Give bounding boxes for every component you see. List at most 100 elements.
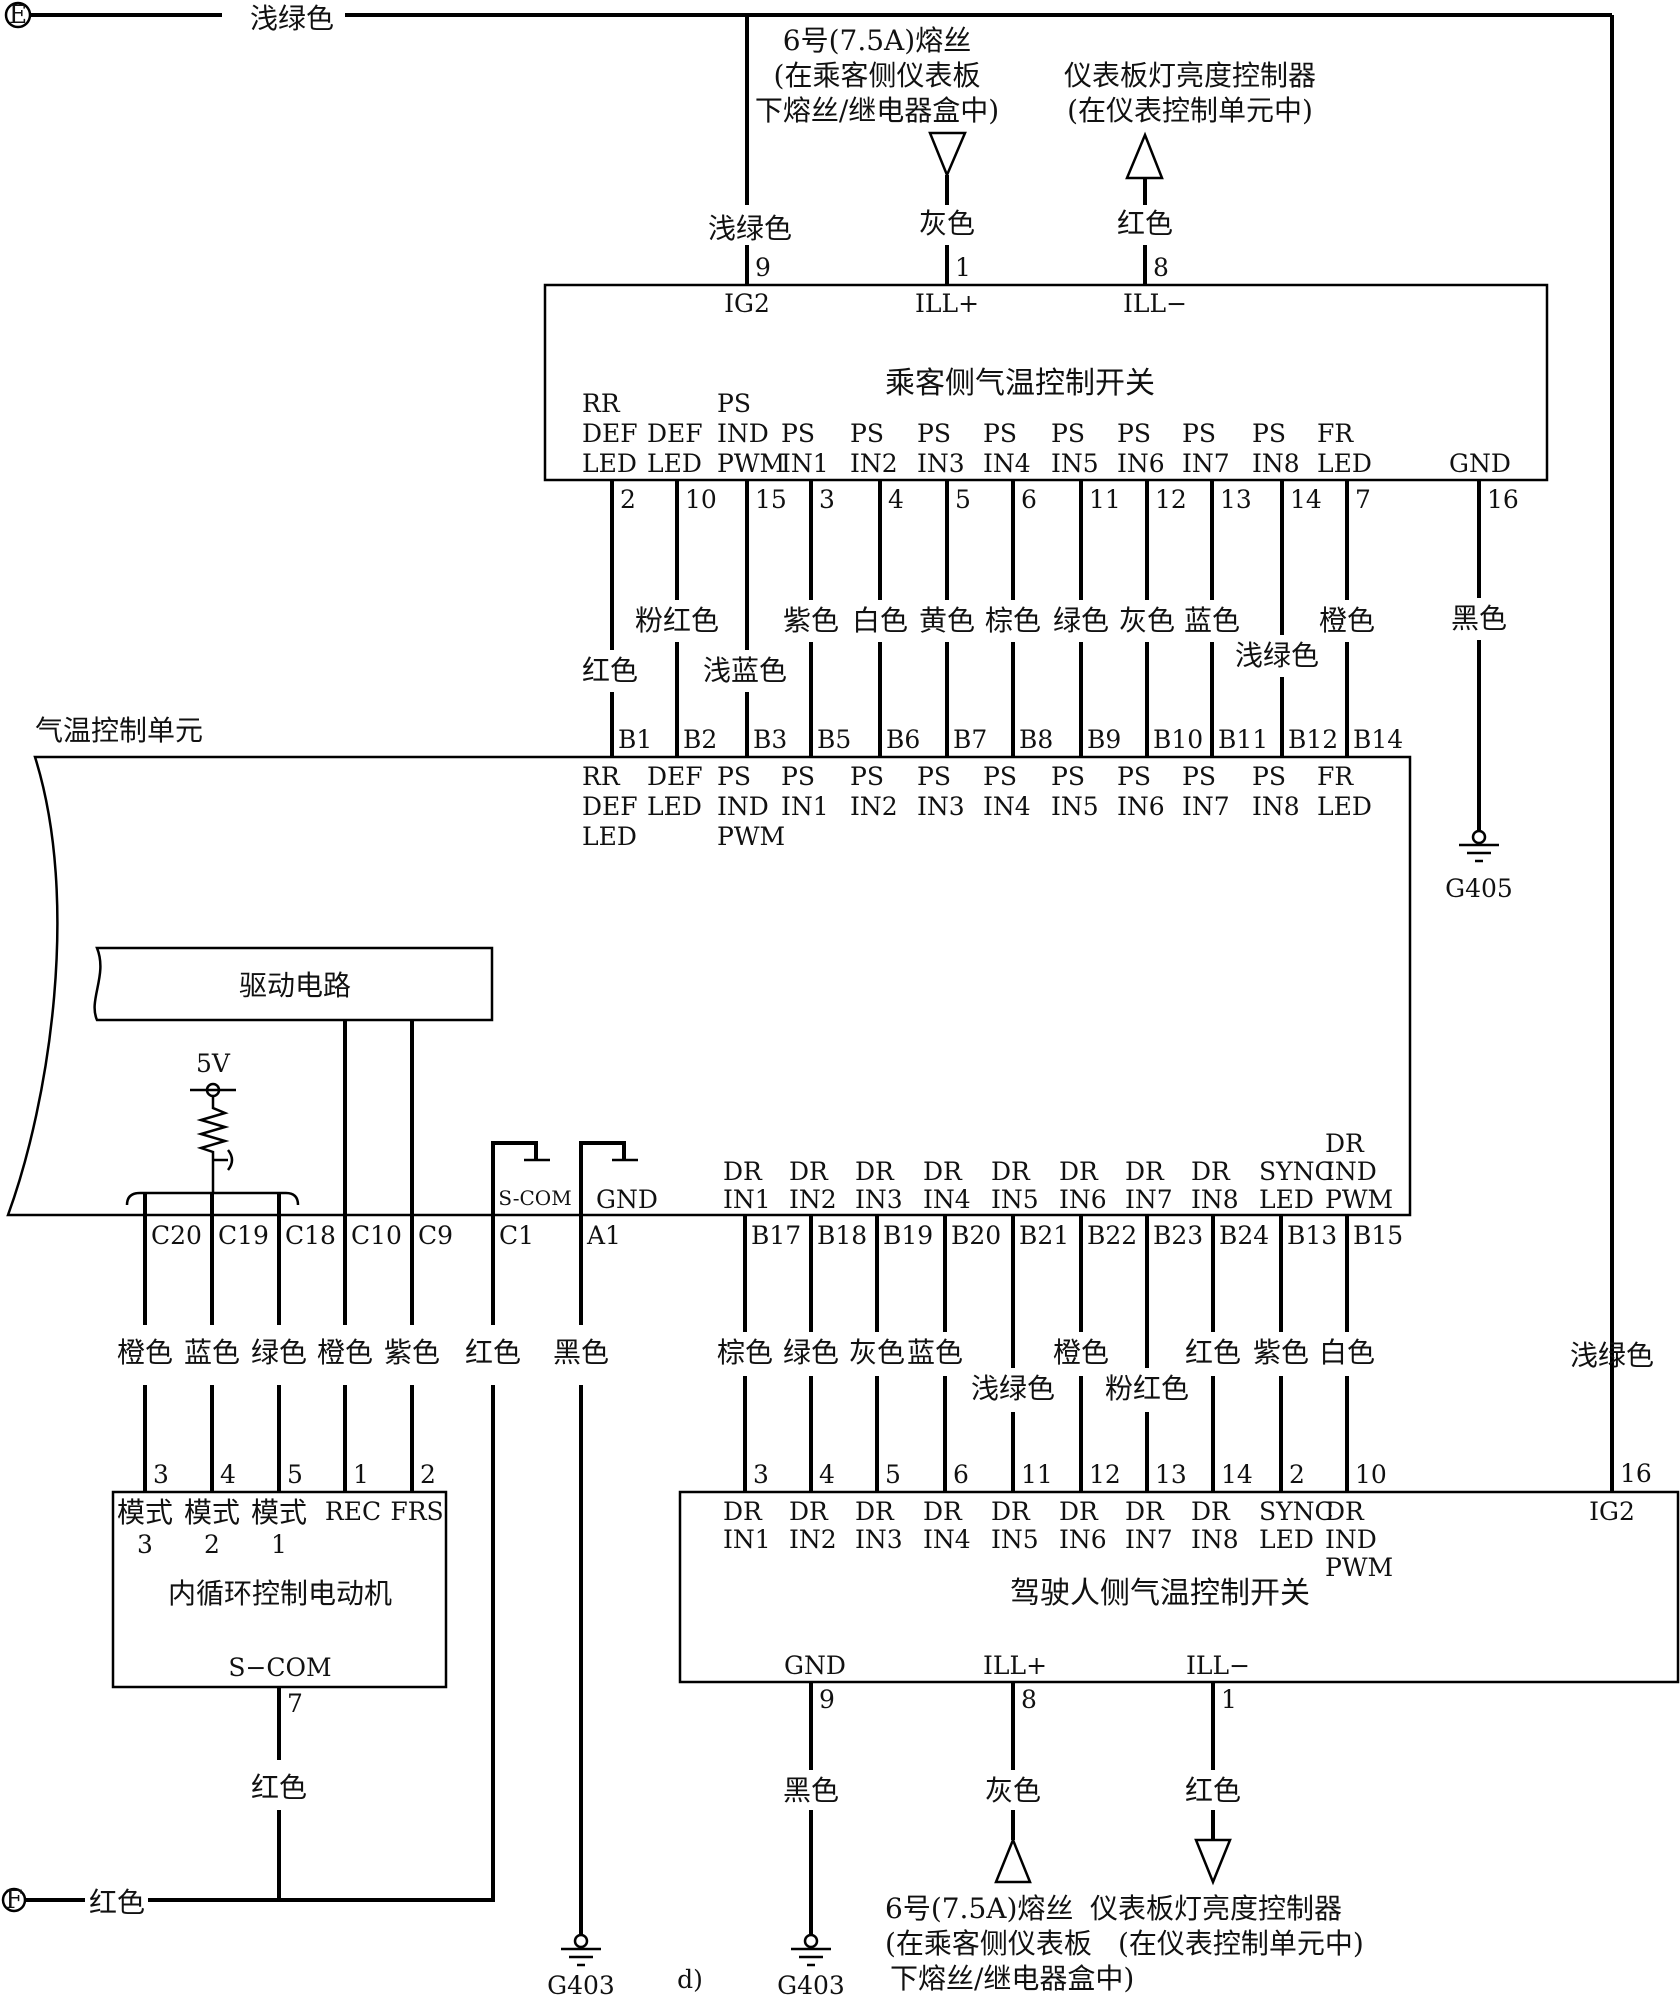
wire-color-label: 红色 <box>1117 207 1173 240</box>
wire-color-label: 粉红色 <box>1105 1372 1189 1405</box>
pin-number: 9 <box>819 1685 835 1714</box>
unit-pin-number: A1 <box>586 1221 621 1250</box>
pin-number: 8 <box>1021 1685 1037 1714</box>
unit-pin-name: IN1 <box>723 1185 771 1214</box>
pin-name: DEF <box>582 419 638 448</box>
connector-f-label: F <box>5 1885 22 1914</box>
recirc-motor-title: 内循环控制电动机 <box>168 1577 392 1610</box>
pin-number: 13 <box>1220 485 1252 514</box>
wire-color-label: 黑色 <box>1451 602 1507 635</box>
unit-pin-number: B17 <box>751 1221 801 1250</box>
pin-name: PWM <box>717 449 785 478</box>
pin-name: GND <box>784 1651 846 1680</box>
label-backdrop <box>982 1770 1044 1810</box>
pin-name: S−COM <box>228 1653 331 1682</box>
pin-name: DR <box>789 1497 829 1526</box>
motor-pin-name: REC <box>325 1497 381 1526</box>
svg-text:(在仪表控制单元中): (在仪表控制单元中) <box>1118 1927 1364 1960</box>
pin-name: PS <box>1252 419 1286 448</box>
pin-number: 5 <box>955 485 971 514</box>
pin-name: DR <box>1325 1497 1365 1526</box>
control-unit-driver-pins: DRIN1B17棕色3DRIN2B18绿色4DRIN3B19灰色5DRIN4B2… <box>717 1129 1403 1492</box>
fuse-triangle-icon <box>928 131 967 179</box>
wire-color-label: 浅绿色 <box>971 1372 1055 1405</box>
wire-color-label: 白色 <box>852 604 908 637</box>
pin-number: 7 <box>1355 485 1371 514</box>
pin-name: IG2 <box>724 289 770 318</box>
control-unit-title: 气温控制单元 <box>35 714 203 747</box>
wire-color-label: 绿色 <box>783 1336 839 1369</box>
svg-text:仪表板灯亮度控制器: 仪表板灯亮度控制器 <box>1064 59 1316 92</box>
gnd-internal <box>579 1141 626 1215</box>
unit-pin-number: B12 <box>1288 725 1338 754</box>
wire-color-label: 黑色 <box>783 1774 839 1807</box>
unit-pin-name: DR <box>1191 1157 1231 1186</box>
unit-pin-number: B9 <box>1087 725 1121 754</box>
unit-pin-name: FR <box>1317 762 1354 791</box>
label-backdrop <box>1182 1770 1244 1810</box>
ground-label: G405 <box>1445 874 1513 903</box>
pin-name: IN1 <box>781 449 829 478</box>
scom-internal <box>491 1141 538 1215</box>
wire-color-label: 橙色 <box>317 1336 373 1369</box>
pin-number: 1 <box>1221 1685 1237 1714</box>
wire-e-color: 浅绿色 <box>250 2 334 35</box>
wire-color-label: 红色 <box>251 1771 307 1804</box>
unit-pin-name: IN8 <box>1191 1185 1239 1214</box>
unit-pin-name: IN6 <box>1117 792 1165 821</box>
pin-number: 2 <box>620 485 636 514</box>
wire-color-label: 红色 <box>465 1336 521 1369</box>
wire-color-label: 粉红色 <box>635 604 719 637</box>
pin-number: 15 <box>755 485 787 514</box>
pin-name: DR <box>923 1497 963 1526</box>
unit-pin-name: IN5 <box>1051 792 1099 821</box>
pin-name: IN3 <box>855 1525 903 1554</box>
wire-color-label: 黄色 <box>919 604 975 637</box>
supply-5v-label: 5V <box>196 1049 231 1078</box>
svg-text:6号(7.5A)熔丝: 6号(7.5A)熔丝 <box>783 24 971 57</box>
unit-pin-name: IN3 <box>855 1185 903 1214</box>
unit-pin-name: IN2 <box>789 1185 837 1214</box>
figure-label: d) <box>677 1965 703 1994</box>
wire-color-label: 绿色 <box>1053 604 1109 637</box>
label-backdrop <box>780 1770 842 1810</box>
unit-pin-name: DR <box>723 1157 763 1186</box>
pin-number: 6 <box>1021 485 1037 514</box>
unit-pin-name: DR <box>855 1157 895 1186</box>
unit-pin-number: B20 <box>951 1221 1001 1250</box>
passenger-switch-wires: 2红色B1RRDEFLED10粉红色B2DEFLED15浅蓝色B3PSINDPW… <box>582 480 1403 851</box>
wire-color-label: 黑色 <box>553 1336 609 1369</box>
pin-name: IN4 <box>923 1525 971 1554</box>
unit-pin-name: PS <box>917 762 951 791</box>
unit-pin-number: B22 <box>1087 1221 1137 1250</box>
unit-pin-name: IND <box>717 792 769 821</box>
motor-pin-sub: 3 <box>137 1530 153 1559</box>
unit-pin-name: IN5 <box>991 1185 1039 1214</box>
connector-e: E <box>4 0 32 29</box>
pin-number: 11 <box>1021 1460 1053 1489</box>
pin-name: PS <box>850 419 884 448</box>
pin-number: 9 <box>755 253 771 282</box>
wire-color-label: 灰色 <box>1119 604 1175 637</box>
passenger-switch-title: 乘客侧气温控制开关 <box>885 366 1155 401</box>
unit-pin-number: B5 <box>817 725 851 754</box>
unit-pin-number: B2 <box>683 725 717 754</box>
wire-color-label: 蓝色 <box>907 1336 963 1369</box>
wire-color-label: 蓝色 <box>1184 604 1240 637</box>
control-unit-box <box>6 755 1412 1217</box>
pin-name: GND <box>1449 449 1511 478</box>
pin-name: PS <box>1182 419 1216 448</box>
unit-pin-name: IN3 <box>917 792 965 821</box>
fuse-triangle-icon <box>994 1836 1032 1884</box>
unit-pin-number: C19 <box>218 1221 269 1250</box>
motor-pin-sub: 2 <box>204 1530 220 1559</box>
pin-name: DR <box>1191 1497 1231 1526</box>
unit-pin-name: IN8 <box>1252 792 1300 821</box>
wire-color-label: 灰色 <box>849 1336 905 1369</box>
unit-pin-name: LED <box>1317 792 1372 821</box>
unit-pin-number: B21 <box>1019 1221 1069 1250</box>
wire-color-label: 橙色 <box>1053 1336 1109 1369</box>
pin-name: LED <box>1317 449 1372 478</box>
unit-pin-name: IN2 <box>850 792 898 821</box>
